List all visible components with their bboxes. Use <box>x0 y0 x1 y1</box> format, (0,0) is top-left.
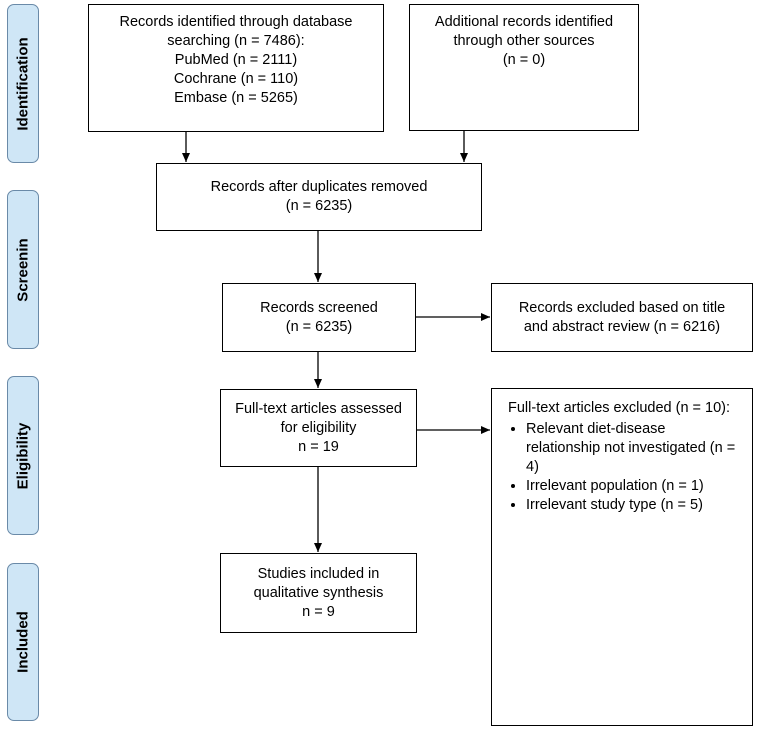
exclusion-reason-item: Irrelevant study type (n = 5) <box>526 496 742 515</box>
fulltext-assessed-line-2: for eligibility <box>280 419 357 436</box>
fulltext-excluded-heading: Full-text articles excluded (n = 10): <box>508 400 731 416</box>
fulltext-assessed-line-1: Full-text articles assessed <box>235 400 402 417</box>
excluded-title-line-1: Records excluded based on title <box>518 299 726 316</box>
exclusion-reason-item: Relevant diet-disease relationship not i… <box>526 420 742 477</box>
studies-included-box: Studies included in qualitative synthesi… <box>220 553 417 633</box>
phase-eligibility: Eligibility <box>7 376 39 535</box>
exclusion-reason-item: Irrelevant population (n = 1) <box>526 477 742 496</box>
duplicates-removed-box: Records after duplicates removed (n = 62… <box>156 163 482 231</box>
other-sources-line-2: through other sources <box>453 33 595 49</box>
other-sources-line-1: Additional records identified <box>434 14 614 30</box>
screened-line-1: Records screened <box>260 299 378 316</box>
database-line-4: Cochrane (n = 110) <box>173 71 299 87</box>
database-records-box: Records identified through database sear… <box>88 4 384 132</box>
database-line-3: PubMed (n = 2111) <box>174 52 298 68</box>
database-line-2: searching (n = 7486): <box>167 33 305 49</box>
duplicates-line-2: (n = 6235) <box>285 198 353 214</box>
fulltext-assessed-line-3: n = 19 <box>298 438 339 455</box>
other-sources-box: Additional records identified through ot… <box>409 4 639 131</box>
records-screened-box: Records screened (n = 6235) <box>222 283 416 352</box>
database-line-1: Records identified through database <box>119 14 353 30</box>
phase-screening: Screenin <box>7 190 39 349</box>
phase-identification: Identification <box>7 4 39 163</box>
included-line-2: qualitative synthesis <box>253 584 384 601</box>
phase-included: Included <box>7 563 39 721</box>
other-sources-line-3: (n = 0) <box>502 52 546 68</box>
screened-line-2: (n = 6235) <box>285 318 353 335</box>
exclusion-reasons-list: Relevant diet-disease relationship not i… <box>508 420 742 515</box>
database-line-5: Embase (n = 5265) <box>174 90 298 106</box>
excluded-title-line-2: and abstract review (n = 6216) <box>523 318 721 335</box>
included-line-3: n = 9 <box>302 603 335 620</box>
included-line-1: Studies included in <box>257 565 380 582</box>
fulltext-assessed-box: Full-text articles assessed for eligibil… <box>220 389 417 467</box>
excluded-title-abstract-box: Records excluded based on title and abst… <box>491 283 753 352</box>
fulltext-excluded-box: Full-text articles excluded (n = 10): Re… <box>491 388 753 726</box>
duplicates-line-1: Records after duplicates removed <box>210 179 428 195</box>
